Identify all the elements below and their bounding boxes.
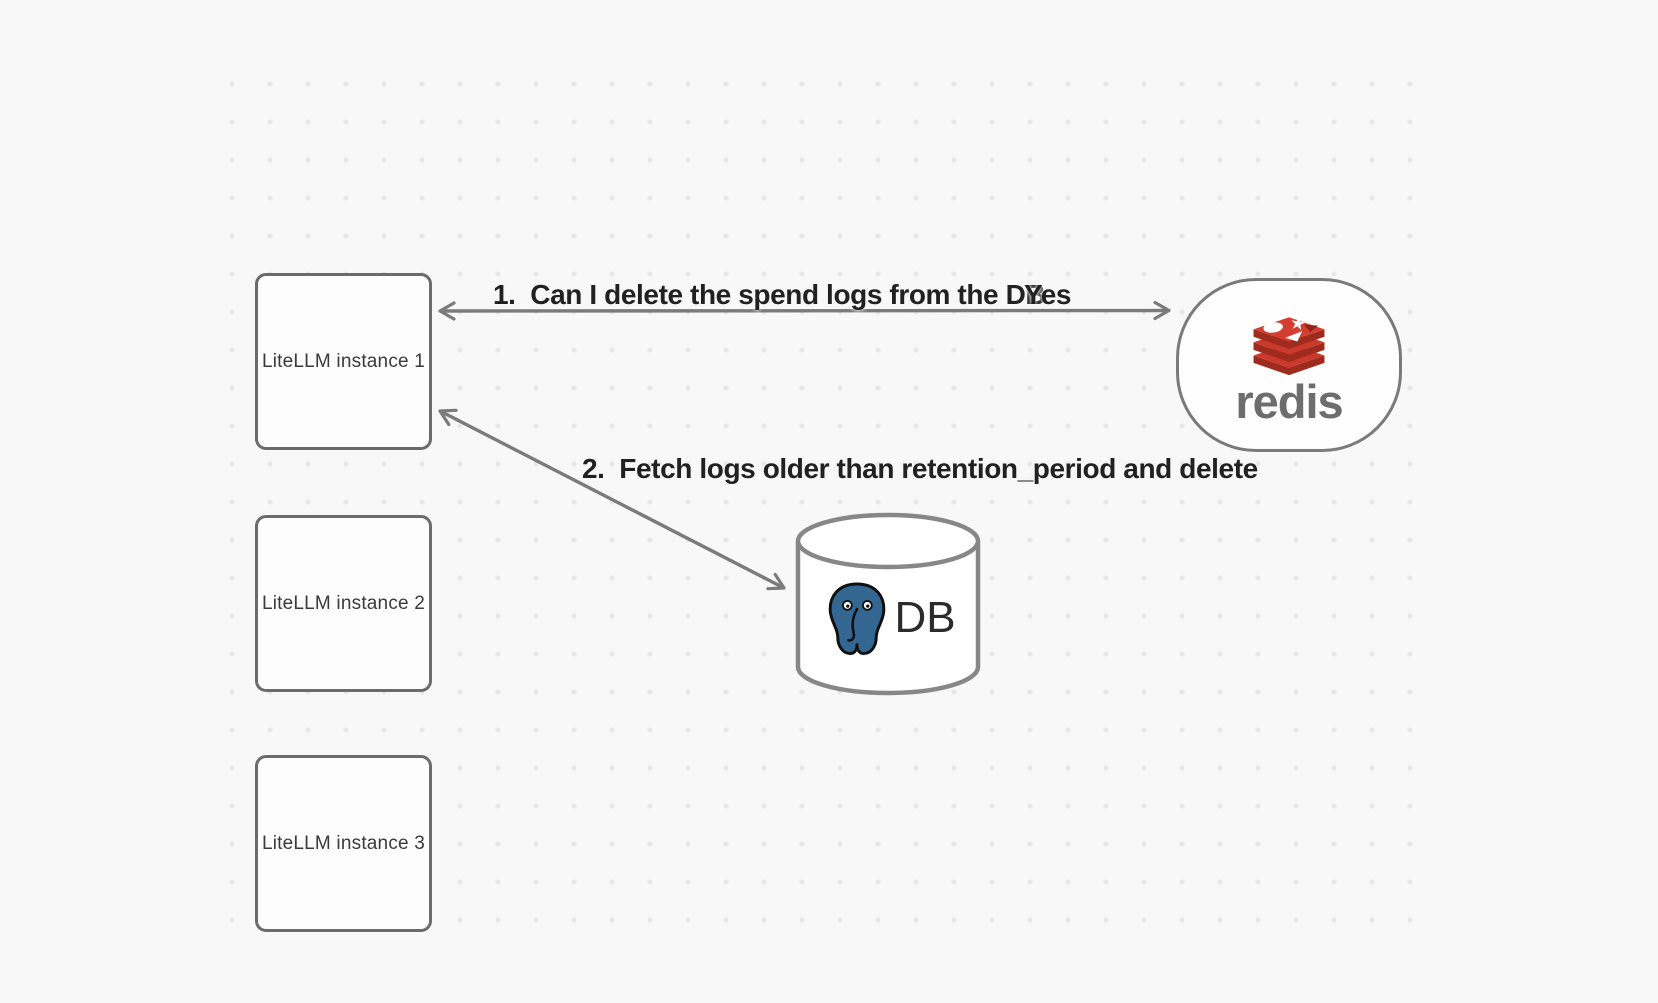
node-litellm-instance-2[interactable]: LiteLLM instance 2 bbox=[255, 515, 432, 692]
edge-1-response-label[interactable]: Yes bbox=[1024, 279, 1072, 310]
database-cylinder-icon bbox=[795, 512, 981, 696]
node-litellm-instance-2-label: LiteLLM instance 2 bbox=[261, 592, 426, 614]
svg-text:★: ★ bbox=[1288, 315, 1307, 335]
database-label: DB bbox=[894, 593, 956, 642]
postgresql-elephant-icon bbox=[829, 582, 886, 655]
edge-2-label[interactable]: 2. Fetch logs older than retention_perio… bbox=[582, 453, 1258, 484]
node-litellm-instance-1-label: LiteLLM instance 1 bbox=[261, 350, 426, 372]
node-litellm-instance-3-label: LiteLLM instance 3 bbox=[261, 832, 426, 854]
node-litellm-instance-1[interactable]: LiteLLM instance 1 bbox=[255, 273, 432, 450]
redis-logo-icon: ★ bbox=[1253, 315, 1325, 376]
edge-1-label[interactable]: 1. Can I delete the spend logs from the … bbox=[493, 279, 1046, 310]
node-redis[interactable]: ★ redis bbox=[1176, 278, 1402, 452]
redis-wordmark: redis bbox=[1235, 375, 1343, 429]
node-litellm-instance-3[interactable]: LiteLLM instance 3 bbox=[255, 755, 432, 932]
node-database[interactable]: DB bbox=[795, 511, 981, 697]
